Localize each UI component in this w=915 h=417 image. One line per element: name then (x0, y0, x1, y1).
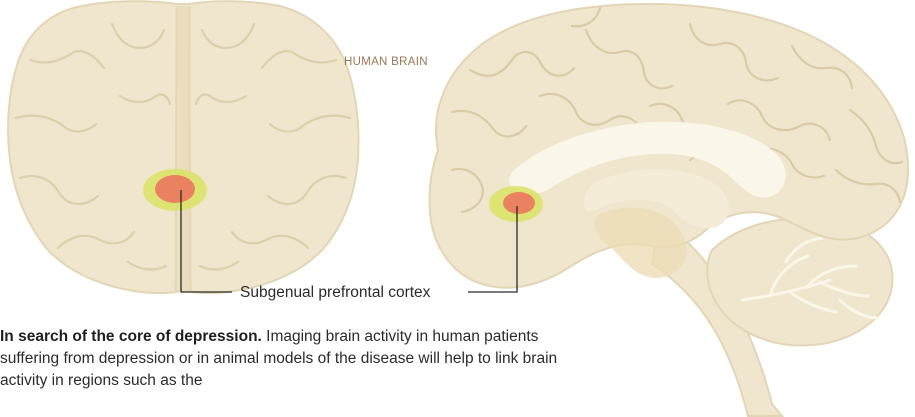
sagittal-region-activity-spot (503, 192, 535, 214)
figure-caption: In search of the core of depression. Ima… (0, 326, 560, 392)
human-brain-label: HUMAN BRAIN (344, 56, 428, 68)
caption-heading: In search of the core of depression. (0, 328, 262, 345)
region-label: Subgenual prefrontal cortex (240, 284, 431, 301)
coronal-region-activity-spot (155, 175, 195, 203)
coronal-brain-section (8, 1, 358, 293)
